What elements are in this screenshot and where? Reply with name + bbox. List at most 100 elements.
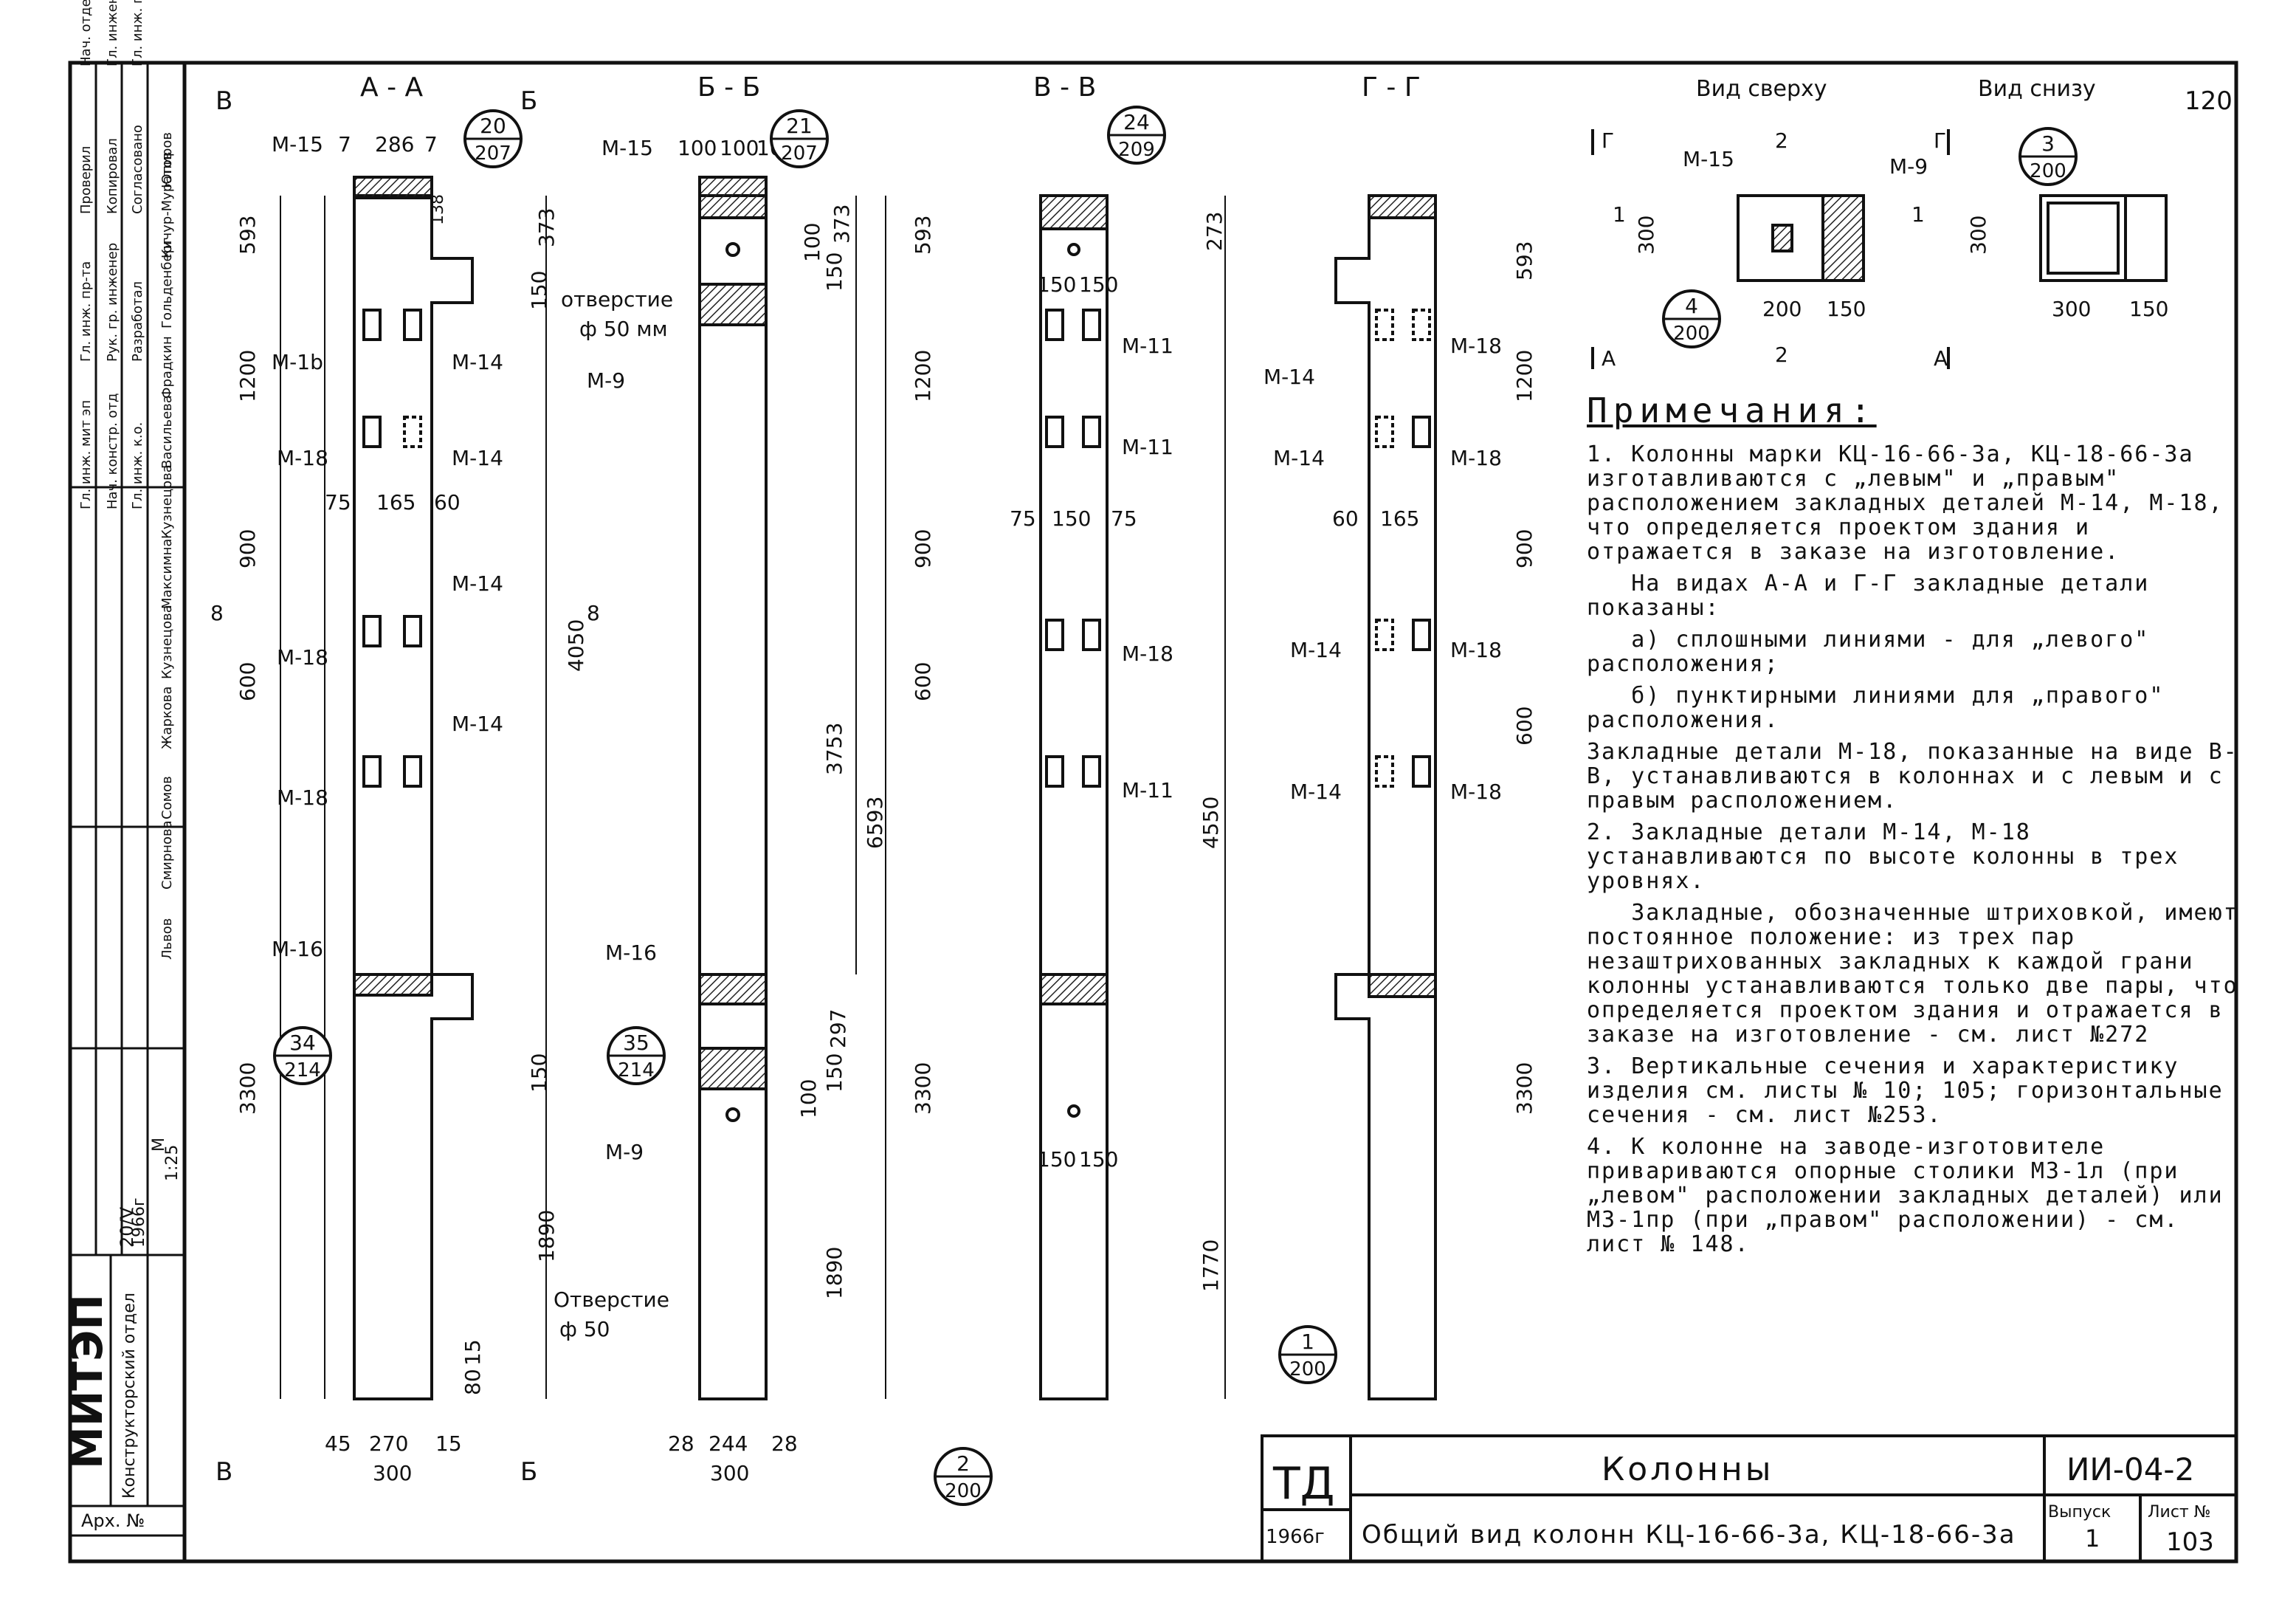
dim-1200-gg: 1200	[1512, 350, 1537, 402]
section-bb-title: Б - Б	[697, 72, 760, 103]
dim-1890-bb: 1890	[822, 1247, 847, 1299]
note-2b: Закладные, обозначенные штриховкой, имею…	[1587, 900, 2253, 1048]
callout-number: 35	[623, 1031, 649, 1055]
column-bb	[698, 176, 886, 1400]
dim-900-aa: 900	[235, 529, 260, 568]
dim-593-vv: 593	[911, 216, 935, 255]
dim-300-bv: 300	[2052, 297, 2091, 321]
stamp-name: Гольденберг	[159, 238, 175, 329]
section-letter-v-bottom: В	[216, 1457, 232, 1487]
callout-number: 3	[2041, 131, 2055, 156]
dim-1200-vv: 1200	[911, 350, 935, 402]
callout-number: 20	[480, 114, 506, 138]
dim-600-gg: 600	[1512, 706, 1537, 746]
mark-m14-aa-1: М-14	[452, 350, 503, 374]
callout-sheet: 214	[618, 1059, 655, 1082]
dim-900-gg: 900	[1512, 529, 1537, 568]
dim-300-top: 300	[1634, 216, 1658, 255]
note-1: 1. Колонны марки КЦ-16-66-3а, КЦ-18-66-3…	[1587, 441, 2238, 565]
stamp-name: Кузнецова	[159, 464, 175, 539]
stamp-dept: Конструкторский отдел	[120, 1293, 139, 1499]
callout-number: 2	[956, 1451, 970, 1476]
mark-m18-gg-2: М-18	[1450, 446, 1502, 470]
mark-m1b: М-1b	[272, 350, 323, 374]
hole-label-1: отверстие	[561, 287, 673, 312]
column-vv-labels: В - В 273 593 1200 900 600 3300 4550 177…	[911, 72, 1227, 1292]
section-letter-g-top-left: Г	[1602, 128, 1614, 153]
note-3: 3. Вертикальные сечения и характеристику…	[1587, 1053, 2238, 1128]
title-name: Колонны	[1602, 1451, 1773, 1488]
dim-593-aa: 593	[235, 216, 260, 255]
mark-m18-gg-3: М-18	[1450, 638, 1502, 662]
dim-373-bb: 373	[830, 204, 854, 244]
dim-15-aa: 15	[435, 1431, 462, 1456]
mark-m11-vv-3: М-11	[1122, 778, 1173, 802]
stamp-name: Максимна	[159, 539, 175, 609]
mark-m18-aa-2: М-18	[277, 645, 328, 670]
mark-m9-bb-2: М-9	[605, 1140, 644, 1164]
dim-75-vv-a: 75	[1010, 506, 1036, 531]
mark-m16-bb: М-16	[605, 941, 657, 965]
callout-number: 1	[1301, 1330, 1314, 1354]
section-8-right: 8	[587, 601, 600, 625]
dim-300-bb: 300	[710, 1461, 749, 1485]
dim-297: 297	[826, 1009, 850, 1048]
callout-sheet: 209	[1118, 139, 1155, 161]
hole-diameter-1: ф 50 мм	[579, 317, 668, 341]
issue-label: Выпуск	[2048, 1503, 2111, 1521]
stamp-role: Рук. гр. инженер	[105, 243, 120, 362]
mark-m11-vv-2: М-11	[1122, 435, 1173, 459]
dim-80: 80	[461, 1369, 485, 1395]
callout-sheet: 200	[1289, 1358, 1326, 1380]
stamp-role: Гл. инж. пр-та	[78, 261, 94, 362]
plan-views-labels: Вид сверху Вид снизу 120 М-15 М-9 Г Г 2 …	[1602, 76, 2233, 371]
stamp-name: Жаркова	[159, 687, 175, 749]
notes-title: Примечания:	[1587, 391, 1877, 430]
callout-number: 34	[289, 1031, 316, 1055]
stamp-date-code: 20/V	[117, 1206, 137, 1248]
sheet-frame	[68, 61, 2238, 1564]
dim-1890-aa: 1890	[534, 1210, 559, 1262]
notes-panel: Примечания: 1. Колонны марки КЦ-16-66-3а…	[1587, 391, 2253, 1264]
section-gg-title: Г - Г	[1362, 72, 1421, 103]
mark-m18-gg-4: М-18	[1450, 780, 1502, 804]
section-letter-v-left: В	[216, 86, 232, 116]
dim-150-vv-b: 150	[1079, 272, 1118, 297]
section-2-top: 2	[1775, 128, 1788, 153]
dim-45: 45	[325, 1431, 351, 1456]
column-gg-labels: Г - Г 593 1200 900 600 3300 М-14 М-18 М-…	[1264, 72, 1537, 1115]
dim-373-aa: 373	[534, 208, 559, 247]
mark-m14-aa-3: М-14	[452, 571, 503, 596]
dim-593-gg: 593	[1512, 241, 1537, 281]
callout-sheet: 207	[781, 142, 818, 165]
left-stamp	[70, 63, 185, 1537]
callouts: 2020721207242093421435214220012003200420…	[273, 106, 2078, 1506]
mark-m18-gg-1: М-18	[1450, 334, 1502, 358]
dim-300-bottom: 300	[1966, 216, 1990, 255]
column-vv	[1039, 194, 1226, 1400]
dim-150-vv-c: 150	[1052, 506, 1091, 531]
callout-bubble: 1200	[1278, 1325, 1337, 1384]
stamp-role: Копировал	[105, 138, 120, 214]
note-1c: а) сплошными линиями - для „левого" расп…	[1587, 627, 2165, 677]
sheet-number: 120	[2185, 86, 2233, 116]
mark-m11-vv-1: М-11	[1122, 334, 1173, 358]
dim-100-bb: 100	[800, 223, 824, 262]
section-letter-g-top-right: Г	[1934, 128, 1946, 153]
bottom-view-title: Вид снизу	[1978, 76, 2096, 102]
title-desc: Общий вид колонн КЦ-16-66-3а, КЦ-18-66-3…	[1362, 1520, 2016, 1550]
section-1-right: 1	[1911, 202, 1925, 227]
dim-150-top: 150	[1827, 297, 1866, 321]
dim-270: 270	[369, 1431, 408, 1456]
dim-150-vv-a: 150	[1037, 272, 1076, 297]
dim-300-aa: 300	[373, 1461, 412, 1485]
dim-150-aa: 150	[527, 271, 551, 310]
dim-3753: 3753	[822, 723, 847, 775]
section-letter-b-bottom: Б	[520, 1457, 537, 1487]
stamp-role: Гл. инж. к.о.	[130, 422, 145, 509]
